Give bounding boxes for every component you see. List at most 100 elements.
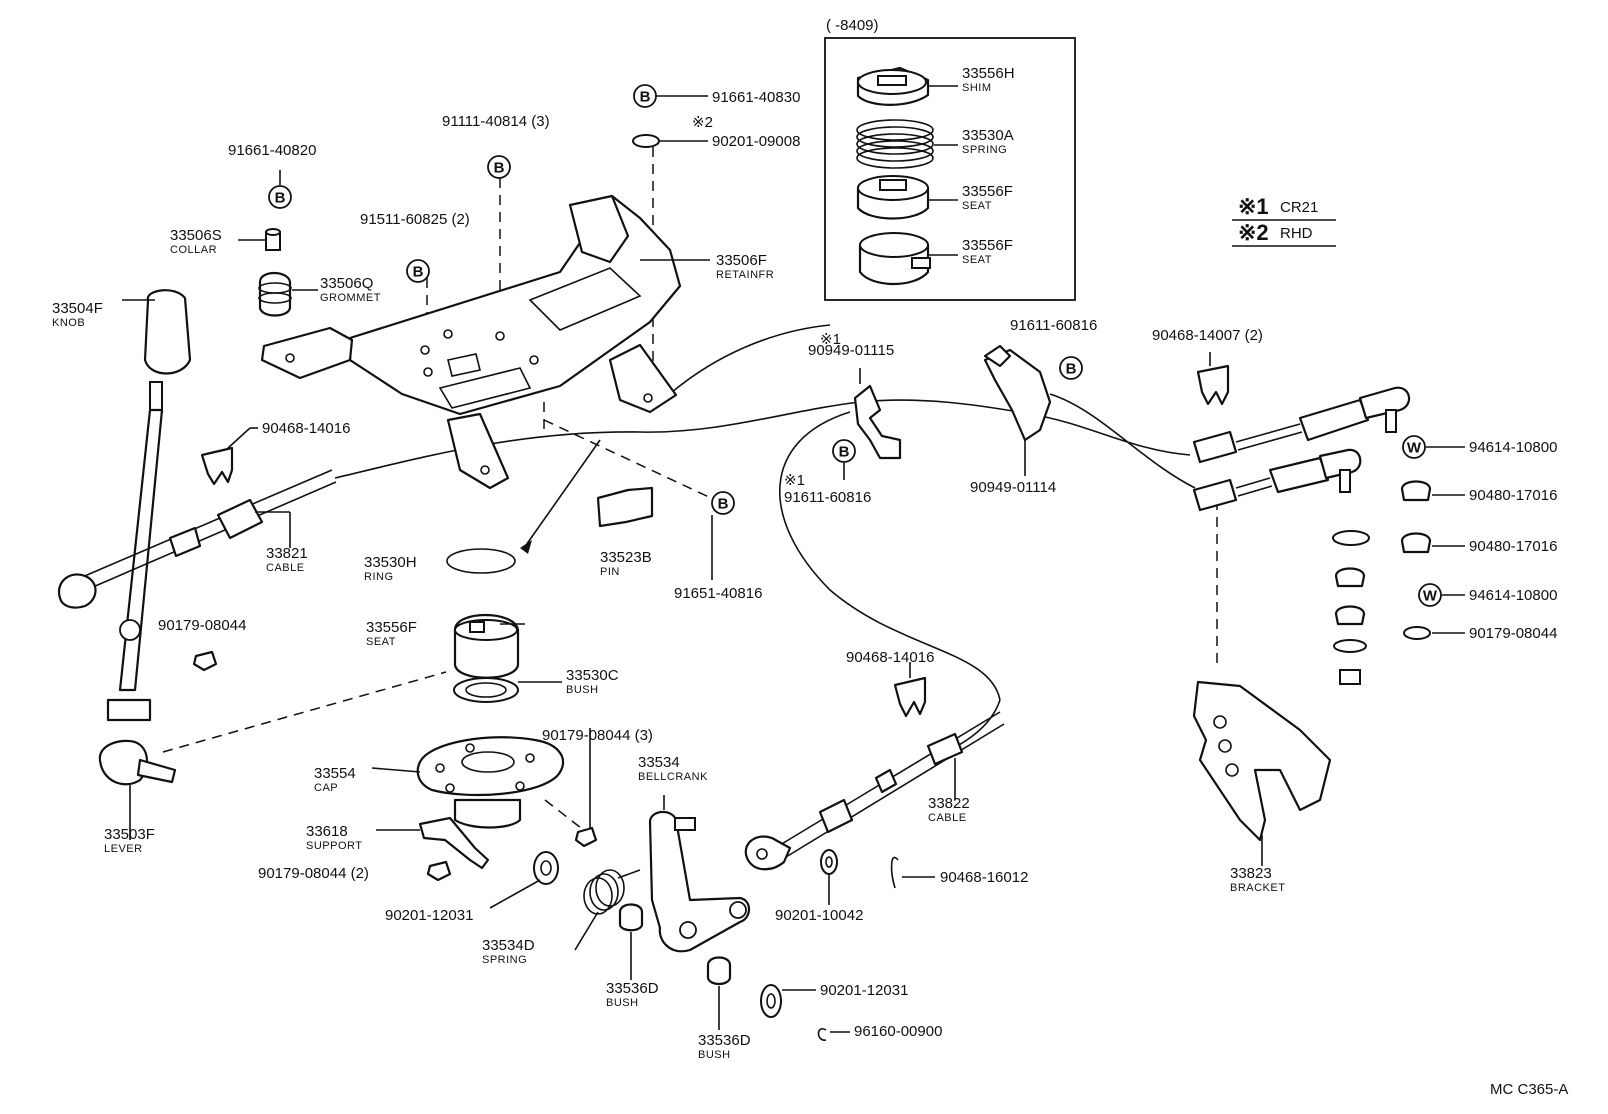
callout-b-icon: B bbox=[275, 190, 286, 207]
name-cap: CAP bbox=[314, 782, 338, 794]
pin-33523b bbox=[596, 486, 654, 528]
callout-b-icon: B bbox=[494, 160, 505, 177]
name-cable-b: CABLE bbox=[928, 812, 967, 824]
label-90201-09008: 90201-09008 bbox=[712, 133, 800, 150]
guide-lines bbox=[162, 147, 1218, 836]
label-33503f: 33503F bbox=[104, 826, 155, 843]
label-91661-40820: 91661-40820 bbox=[228, 142, 316, 159]
label-33504f: 33504F bbox=[52, 300, 103, 317]
label-90179-08044-3: 90179-08044 (3) bbox=[542, 727, 653, 744]
inset-box: ( -8409) 33556H SHIM 33530A SPRING 33556 bbox=[824, 17, 1076, 301]
clip-90468-14007 bbox=[1196, 364, 1230, 406]
name-support: SUPPORT bbox=[306, 840, 362, 852]
label-33618: 33618 bbox=[306, 823, 348, 840]
label-33823: 33823 bbox=[1230, 865, 1272, 882]
label-33534: 33534 bbox=[638, 754, 680, 771]
label-90468-14016-a: 90468-14016 bbox=[262, 420, 350, 437]
washer-90201-12031-a bbox=[533, 851, 559, 885]
label-90480-17016-b: 90480-17016 bbox=[1469, 538, 1557, 555]
collar-grommet bbox=[238, 228, 318, 317]
label-33534d: 33534D bbox=[482, 937, 535, 954]
name-grommet: GROMMET bbox=[320, 292, 381, 304]
cable-clamps bbox=[843, 344, 1052, 480]
mark-1-b: ※1 bbox=[784, 472, 805, 489]
label-90201-12031-b: 90201-12031 bbox=[820, 982, 908, 999]
label-90179-08044-a: 90179-08044 bbox=[158, 617, 246, 634]
name-ring: RING bbox=[364, 571, 394, 583]
label-91611-60816-b: 91611-60816 bbox=[784, 489, 871, 506]
label-33556h: 33556H bbox=[962, 65, 1015, 82]
notes: ※1 CR21 ※2 RHD bbox=[1232, 194, 1336, 247]
name-bracket: BRACKET bbox=[1230, 882, 1285, 894]
label-96160-00900: 96160-00900 bbox=[854, 1023, 942, 1040]
name-spring: SPRING bbox=[962, 144, 1007, 156]
label-90480-17016-a: 90480-17016 bbox=[1469, 487, 1557, 504]
clip-90468-14016-b bbox=[893, 676, 927, 718]
bracket-33823 bbox=[1192, 680, 1332, 842]
mark-1-a: ※1 bbox=[820, 331, 841, 348]
label-94614-10800-b: 94614-10800 bbox=[1469, 587, 1557, 604]
label-33506q: 33506Q bbox=[320, 275, 373, 292]
label-91611-60816-a: 91611-60816 bbox=[1010, 317, 1097, 334]
clamp-90949-01115 bbox=[853, 384, 902, 460]
callout-b-icon: B bbox=[839, 444, 850, 461]
callout-b-icon: B bbox=[718, 496, 729, 513]
callout-b-icon: B bbox=[413, 264, 424, 281]
diagram-code: MC C365-A bbox=[1490, 1081, 1568, 1098]
nut-90179-08044-3 bbox=[574, 826, 598, 848]
hardware-stack-right bbox=[1332, 480, 1465, 685]
callout-w-icon: W bbox=[1407, 440, 1422, 457]
label-33554: 33554 bbox=[314, 765, 356, 782]
name-bellcrank: BELLCRANK bbox=[638, 771, 708, 783]
label-33821: 33821 bbox=[266, 545, 308, 562]
callout-w-icon: W bbox=[1423, 588, 1438, 605]
nut-90179-08044-a bbox=[192, 650, 218, 672]
label-33536d-a: 33536D bbox=[606, 980, 659, 997]
label-90179-08044-r: 90179-08044 bbox=[1469, 625, 1557, 642]
note-mark-1: ※1 bbox=[1238, 194, 1269, 219]
label-90949-01115: 90949-01115 bbox=[808, 342, 894, 359]
label-33506f: 33506F bbox=[716, 252, 767, 269]
label-33556f-b: 33556F bbox=[962, 237, 1013, 254]
label-33530h: 33530H bbox=[364, 554, 417, 571]
label-91111-40814: 91111-40814 (3) bbox=[442, 113, 550, 130]
lever-rod bbox=[118, 408, 164, 692]
label-90949-01114: 90949-01114 bbox=[970, 479, 1056, 496]
mark-2: ※2 bbox=[692, 114, 713, 131]
name-cable-a: CABLE bbox=[266, 562, 305, 574]
label-33506s: 33506S bbox=[170, 227, 222, 244]
label-33822: 33822 bbox=[928, 795, 970, 812]
label-90201-12031-a: 90201-12031 bbox=[385, 907, 473, 924]
clip-90468-14016-a bbox=[200, 446, 234, 486]
clamp-90949-01114 bbox=[983, 348, 1052, 442]
washer-90201-12031-b bbox=[760, 984, 782, 1018]
inset-range: ( -8409) bbox=[826, 17, 879, 34]
retainer-33506f bbox=[260, 194, 710, 490]
label-91511-60825: 91511-60825 (2) bbox=[360, 211, 470, 228]
labels: 91661-40820 33506S COLLAR 33506Q GROMMET… bbox=[52, 89, 1568, 1098]
note-text-2: RHD bbox=[1280, 225, 1313, 242]
label-91651-40816: 91651-40816 bbox=[674, 585, 762, 602]
spring-33530a bbox=[856, 119, 934, 169]
clips bbox=[200, 352, 1230, 718]
callout-b-icon: B bbox=[640, 89, 651, 106]
callouts: B B B B B B B W W bbox=[268, 84, 1465, 607]
bellcrank-33534 bbox=[648, 795, 751, 953]
label-33530c: 33530C bbox=[566, 667, 619, 684]
label-90468-16012: 90468-16012 bbox=[940, 869, 1028, 886]
clip-96160-00900 bbox=[817, 1028, 827, 1041]
callout-b-icon: B bbox=[1066, 361, 1077, 378]
support-33618 bbox=[418, 816, 490, 870]
cable-ends-right bbox=[1192, 386, 1411, 512]
washer-90201-09008 bbox=[632, 134, 660, 148]
label-90201-10042: 90201-10042 bbox=[775, 907, 863, 924]
name-spring-b: SPRING bbox=[482, 954, 527, 966]
name-collar: COLLAR bbox=[170, 244, 217, 256]
label-91661-40830: 91661-40830 bbox=[712, 89, 800, 106]
label-33556f-c: 33556F bbox=[366, 619, 417, 636]
note-mark-2: ※2 bbox=[1238, 220, 1269, 245]
cap-33554 bbox=[371, 736, 565, 829]
bush-33536d-a bbox=[618, 903, 644, 932]
name-lever: LEVER bbox=[104, 843, 143, 855]
